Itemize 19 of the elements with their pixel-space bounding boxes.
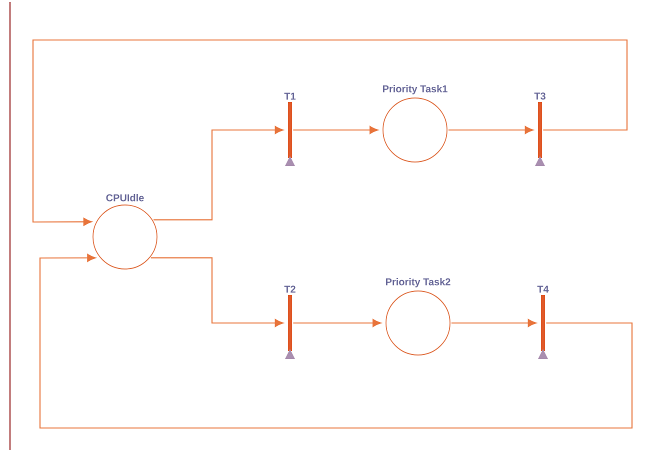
node-label: Priority Task2 — [386, 278, 450, 288]
arrow — [32, 39, 628, 226]
node-label: T3 — [534, 92, 546, 100]
node-label: CPUIdle — [106, 194, 144, 202]
arrow — [293, 126, 378, 134]
transition-bar: T2 — [284, 286, 296, 351]
node-label: Priority Task1 — [382, 85, 448, 94]
arrow — [448, 126, 534, 134]
arrow — [39, 254, 633, 429]
node-label: T4 — [537, 286, 549, 293]
arrow — [154, 126, 284, 220]
node-label: T1 — [284, 92, 296, 100]
arrow — [293, 319, 382, 327]
transition-bar: T4 — [537, 286, 549, 351]
arrow — [150, 257, 284, 327]
node-label: T2 — [284, 286, 296, 293]
transition-bar: T1 — [284, 92, 296, 158]
transition-bar: T3 — [534, 92, 546, 158]
arrow — [451, 319, 536, 327]
